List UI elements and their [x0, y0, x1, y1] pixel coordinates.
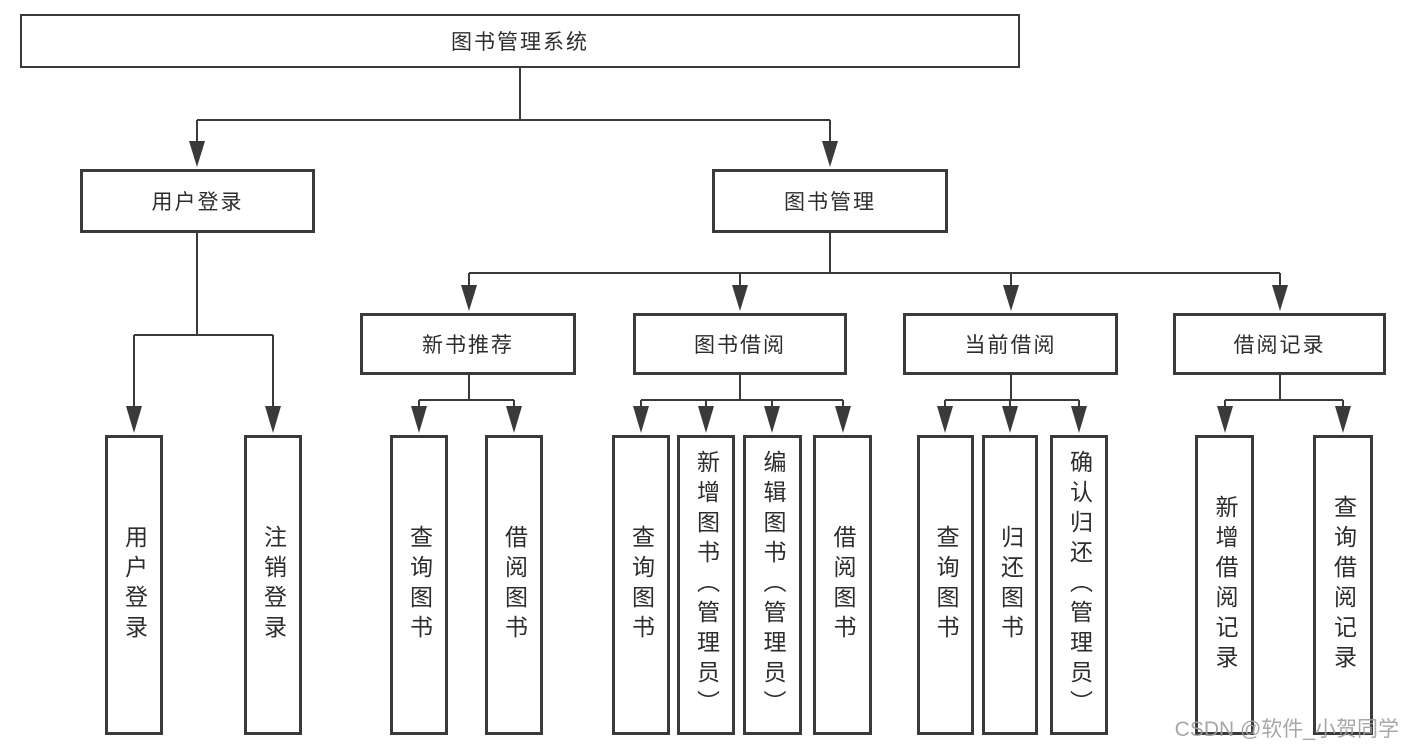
leaf-user-login: 用户登录	[105, 435, 163, 735]
node-label: 用户登录	[121, 525, 148, 645]
csdn-watermark: CSDN @软件_小贺同学	[1174, 718, 1399, 741]
leaf-query-books-1: 查询图书	[390, 435, 448, 735]
node-label: 编辑图书（管理员）	[760, 450, 786, 720]
node-label: 查询图书	[406, 525, 433, 645]
node-label: 新书推荐	[422, 334, 514, 357]
leaf-add-borrow-record: 新增借阅记录	[1195, 435, 1254, 735]
node-label: 借阅记录	[1233, 334, 1326, 357]
node-book-management: 图书管理	[712, 169, 948, 233]
node-book-borrowing: 图书借阅	[633, 313, 847, 375]
node-label: 查询借阅记录	[1330, 495, 1357, 675]
leaf-borrow-books-2: 借阅图书	[813, 435, 872, 735]
node-label: 用户登录	[151, 191, 244, 214]
node-label: 图书管理系统	[451, 31, 589, 54]
leaf-return-books: 归还图书	[982, 435, 1038, 735]
node-user-login: 用户登录	[80, 169, 315, 233]
leaf-logout: 注销登录	[244, 435, 302, 735]
node-label: 确认归还（管理员）	[1066, 450, 1093, 720]
node-borrowing-records: 借阅记录	[1173, 313, 1386, 375]
leaf-borrow-books-1: 借阅图书	[485, 435, 543, 735]
node-label: 查询图书	[628, 525, 655, 645]
node-label: 图书管理	[784, 191, 876, 214]
node-label: 图书借阅	[694, 334, 786, 357]
node-label: 归还图书	[997, 525, 1024, 645]
node-label: 注销登录	[260, 525, 287, 645]
leaf-query-books-3: 查询图书	[917, 435, 974, 735]
node-label: 借阅图书	[501, 525, 528, 645]
leaf-query-borrow-record: 查询借阅记录	[1313, 435, 1373, 735]
leaf-edit-books-admin: 编辑图书（管理员）	[743, 435, 802, 735]
node-root: 图书管理系统	[20, 14, 1020, 68]
leaf-confirm-return-admin: 确认归还（管理员）	[1050, 435, 1108, 735]
node-label: 查询图书	[933, 525, 959, 645]
node-label: 借阅图书	[830, 525, 856, 645]
node-current-borrowing: 当前借阅	[903, 313, 1118, 375]
node-label: 当前借阅	[964, 334, 1057, 357]
leaf-add-books-admin: 新增图书（管理员）	[677, 435, 735, 735]
node-label: 新增借阅记录	[1212, 495, 1238, 675]
node-new-book-recommend: 新书推荐	[360, 313, 576, 375]
leaf-query-books-2: 查询图书	[612, 435, 670, 735]
node-label: 新增图书（管理员）	[693, 450, 720, 720]
